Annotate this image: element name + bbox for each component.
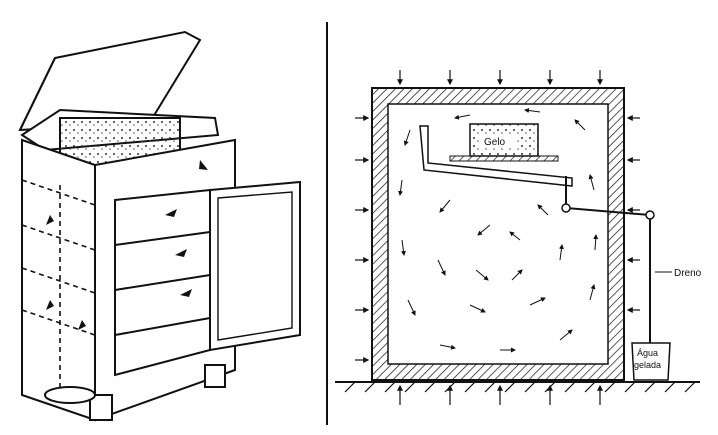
ice-tray (419, 125, 573, 187)
icebox-cabinet-illustration (18, 30, 301, 422)
cold-water-container (631, 342, 671, 381)
cold-water-label-line2: gelada (634, 360, 661, 370)
icebox-cross-section: Gelo Dreno Água gelada (335, 70, 702, 405)
ice-label: Gelo (484, 137, 506, 148)
open-door (209, 180, 301, 352)
drain-label: Dreno (674, 268, 702, 279)
external-heat-arrows (355, 70, 640, 405)
drain-pipe (565, 176, 651, 343)
ground-hatching (344, 381, 696, 393)
cold-water-label-line1: Água (637, 348, 658, 358)
convection-arrows (398, 108, 599, 353)
